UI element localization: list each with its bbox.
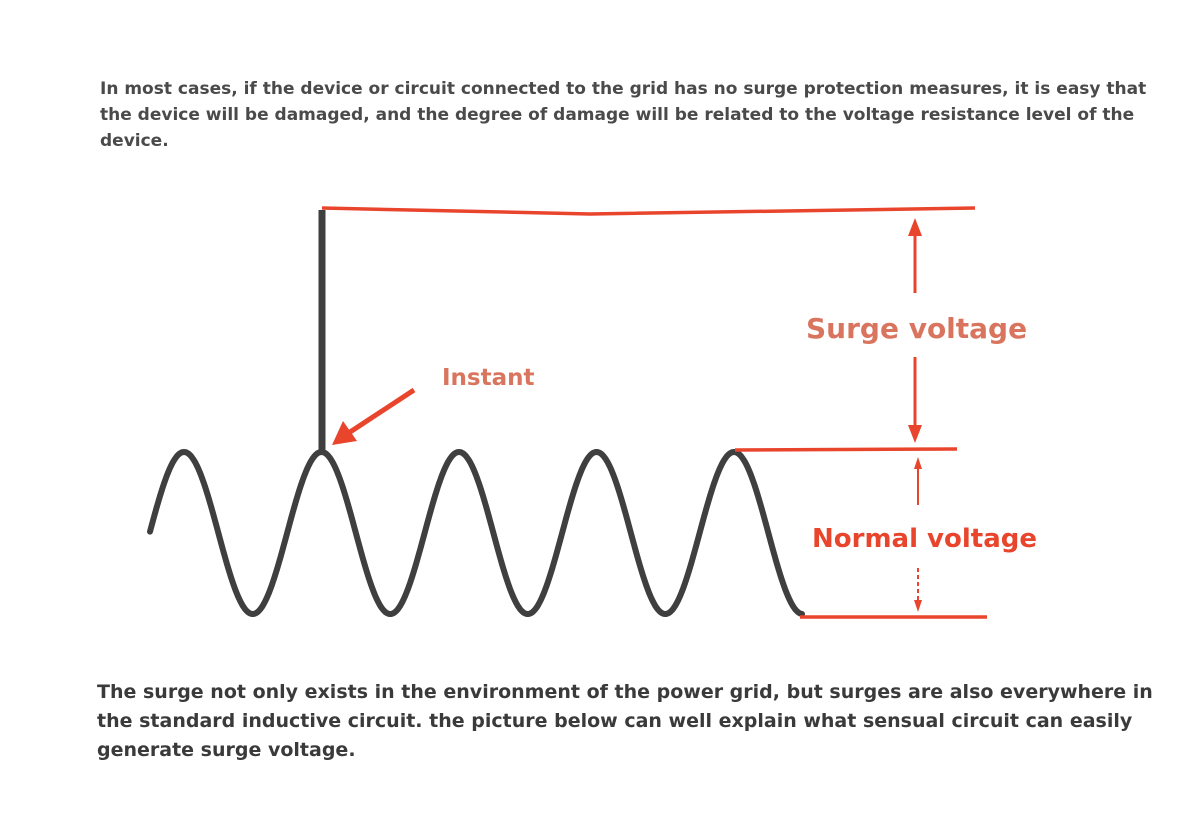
surge-arrow-down-head — [908, 425, 922, 443]
normal-arrow-up-head — [914, 457, 922, 469]
instant-label: Instant — [442, 365, 535, 391]
surge-voltage-label: Surge voltage — [806, 312, 1027, 345]
normal-peak-line — [734, 447, 958, 452]
surge-peak-line — [321, 206, 976, 216]
surge-arrow-up-head — [908, 218, 922, 236]
outro-paragraph: The surge not only exists in the environ… — [97, 681, 1153, 761]
sine-wave — [147, 448, 805, 617]
instant-arrow — [342, 387, 416, 439]
normal-voltage-label: Normal voltage — [812, 524, 1037, 554]
intro-paragraph: In most cases, if the device or circuit … — [100, 79, 1147, 151]
instant-arrow-head — [332, 421, 357, 445]
normal-arrow-down-head — [914, 600, 922, 612]
